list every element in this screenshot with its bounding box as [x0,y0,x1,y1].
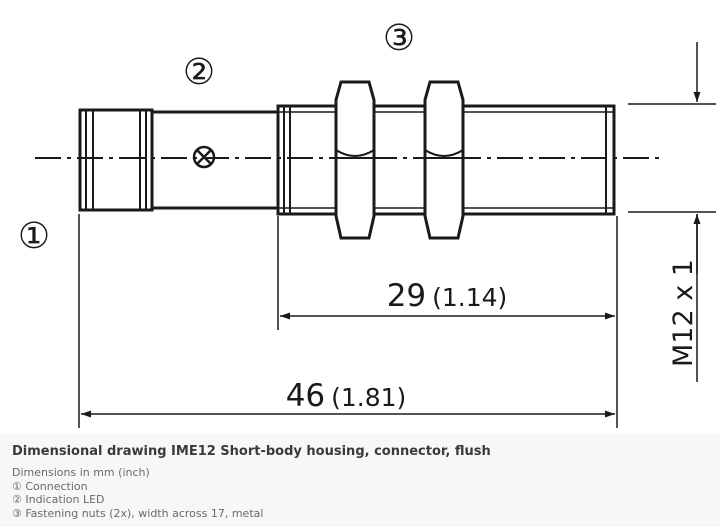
led-indicator-icon [192,145,216,169]
caption-item-nuts: ③ Fastening nuts (2x), width across 17, … [12,506,264,520]
callout-led: ② [183,52,215,93]
caption-title: Dimensional drawing IME12 Short-body hou… [12,444,491,459]
caption-item-led: ② Indication LED [12,493,105,506]
extension-lines [78,103,716,428]
fastening-nut [334,80,376,240]
dimensional-drawing: ① ② ③ 29(1.14) 46(1.81) M12 x 1 [18,18,716,428]
callout-nuts: ③ [383,18,415,59]
callout-connection: ① [18,216,50,257]
dimension-46-label: 46(1.81) [286,378,407,414]
caption-units: Dimensions in mm (inch) [12,466,150,479]
dimension-29-label: 29(1.14) [387,278,508,314]
figure-caption: Dimensional drawing IME12 Short-body hou… [0,434,720,527]
caption-item-connection: ① Connection [12,479,88,493]
thread-size-label: M12 x 1 [668,259,699,367]
fastening-nut [423,80,465,240]
